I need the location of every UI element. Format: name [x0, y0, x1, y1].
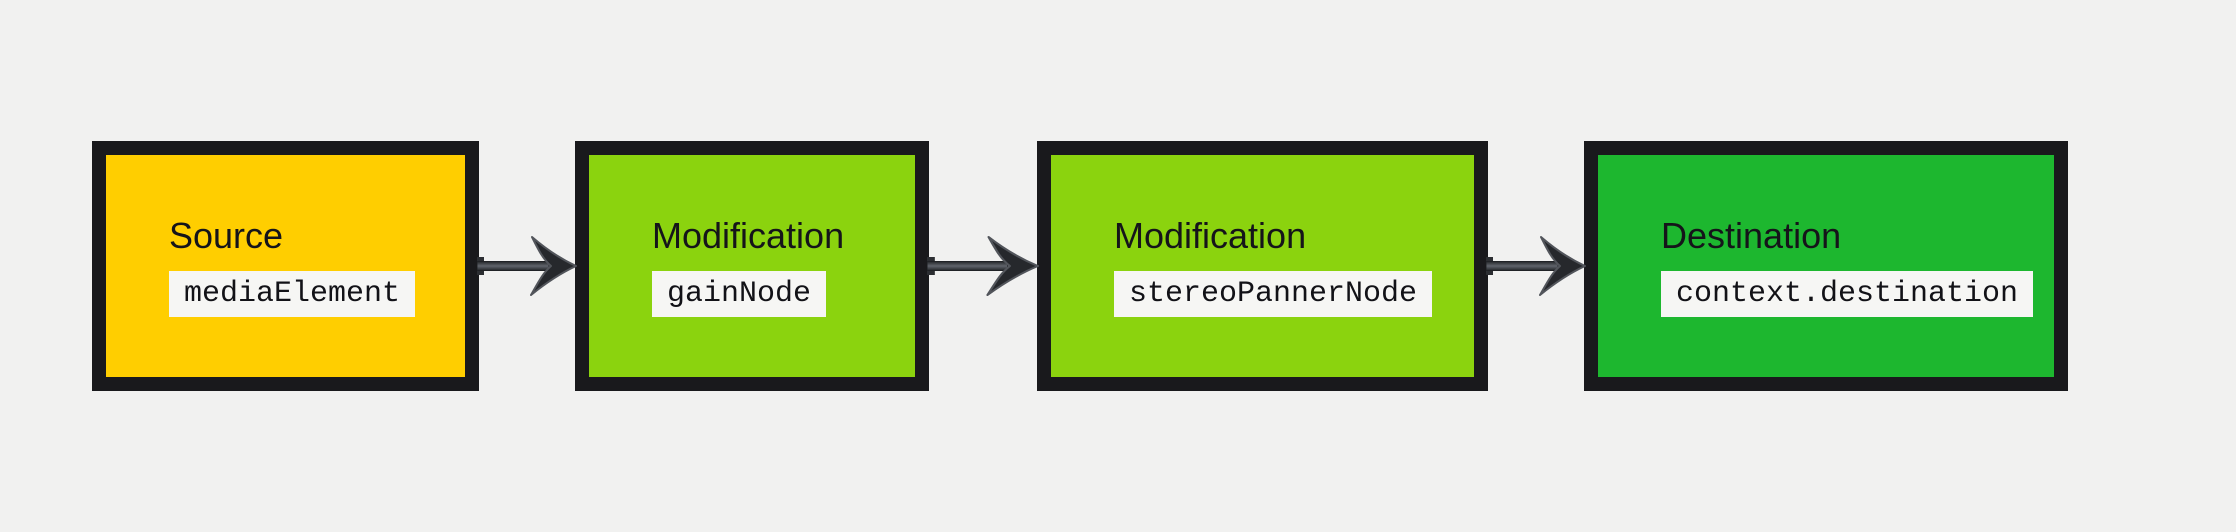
- node-modification-2: Modification stereoPannerNode: [1037, 141, 1488, 391]
- node-code-chip: mediaElement: [169, 270, 416, 317]
- node-label: Destination: [1661, 215, 1842, 257]
- node-label: Modification: [652, 215, 845, 257]
- node-code-chip: stereoPannerNode: [1114, 270, 1433, 317]
- right-arrow-icon: [1486, 236, 1586, 296]
- node-label: Source: [169, 215, 284, 257]
- node-destination: Destination context.destination: [1584, 141, 2068, 391]
- right-arrow-icon: [927, 236, 1039, 296]
- node-source: Source mediaElement: [92, 141, 479, 391]
- node-code-chip: gainNode: [652, 270, 827, 317]
- right-arrow-icon: [477, 236, 577, 296]
- node-label: Modification: [1114, 215, 1307, 257]
- node-modification-1: Modification gainNode: [575, 141, 929, 391]
- node-code-chip: context.destination: [1661, 270, 2034, 317]
